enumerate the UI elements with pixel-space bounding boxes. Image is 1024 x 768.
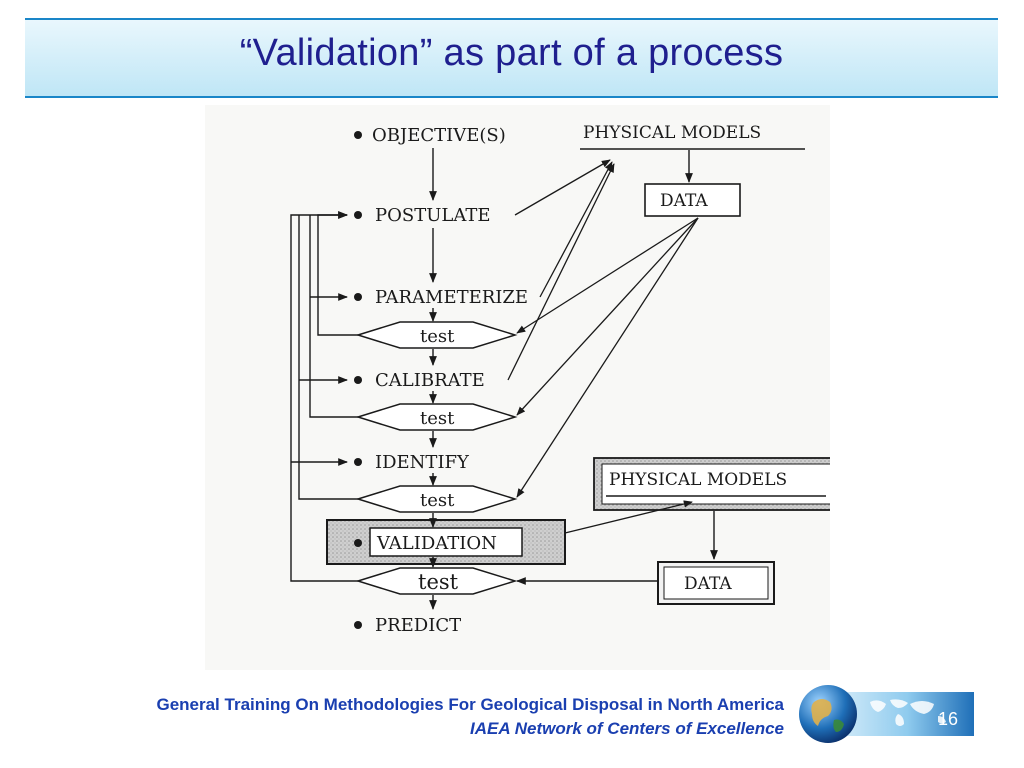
test-diamond-4 xyxy=(355,567,518,595)
test-diamond-3 xyxy=(355,485,518,513)
data-box-top xyxy=(644,183,741,217)
test-diamond-2 xyxy=(355,403,518,431)
step-predict: PREDICT xyxy=(375,615,461,636)
step-postulate: POSTULATE xyxy=(375,205,491,226)
footer-course-title: General Training On Methodologies For Ge… xyxy=(156,695,784,714)
globe-land-2 xyxy=(833,719,844,732)
step-parameterize: PARAMETERIZE xyxy=(375,287,528,308)
page-number: 16 xyxy=(938,709,959,729)
bullet-validation xyxy=(354,539,362,547)
footer-network: IAEA Network of Centers of Excellence xyxy=(470,719,784,738)
footer-globe-map-logo xyxy=(799,685,974,743)
step-objective: OBJECTIVE(S) xyxy=(372,125,506,146)
physical-models-top: PHYSICAL MODELS xyxy=(583,123,761,143)
validation-label-box xyxy=(369,527,523,557)
arrow-validation-to-pm xyxy=(564,500,693,534)
arrows-data-to-tests xyxy=(516,217,699,498)
step-validation: VALIDATION xyxy=(376,533,497,554)
step-identify: IDENTIFY xyxy=(375,452,470,473)
data-label-bottom: DATA xyxy=(684,574,732,594)
test-label-1: test xyxy=(420,326,455,347)
physical-models-bottom: PHYSICAL MODELS xyxy=(609,470,787,490)
physical-models-bottom-inner xyxy=(601,463,830,505)
test-label-2: test xyxy=(420,408,455,429)
bullet-objective xyxy=(354,131,362,139)
test-diamond-1 xyxy=(355,321,518,349)
step-calibrate: CALIBRATE xyxy=(375,370,485,391)
process-diagram: OBJECTIVE(S) POSTULATE PARAMETERIZE CALI… xyxy=(205,105,830,670)
bullet-postulate xyxy=(354,211,362,219)
test-label-4: test xyxy=(418,570,459,594)
world-map-icon xyxy=(870,699,946,726)
feedback-loops xyxy=(290,211,358,582)
data-box-bottom-inner xyxy=(663,566,769,600)
bullet-identify xyxy=(354,458,362,466)
globe-land xyxy=(811,699,832,726)
bullet-predict xyxy=(354,621,362,629)
bullet-calibrate xyxy=(354,376,362,384)
arrows-to-physical-models xyxy=(507,159,615,381)
test-label-3: test xyxy=(420,490,455,511)
data-label-top: DATA xyxy=(660,191,708,211)
bullet-parameterize xyxy=(354,293,362,301)
title-bar: “Validation” as part of a process xyxy=(25,18,998,98)
slide-title: “Validation” as part of a process xyxy=(239,32,784,74)
